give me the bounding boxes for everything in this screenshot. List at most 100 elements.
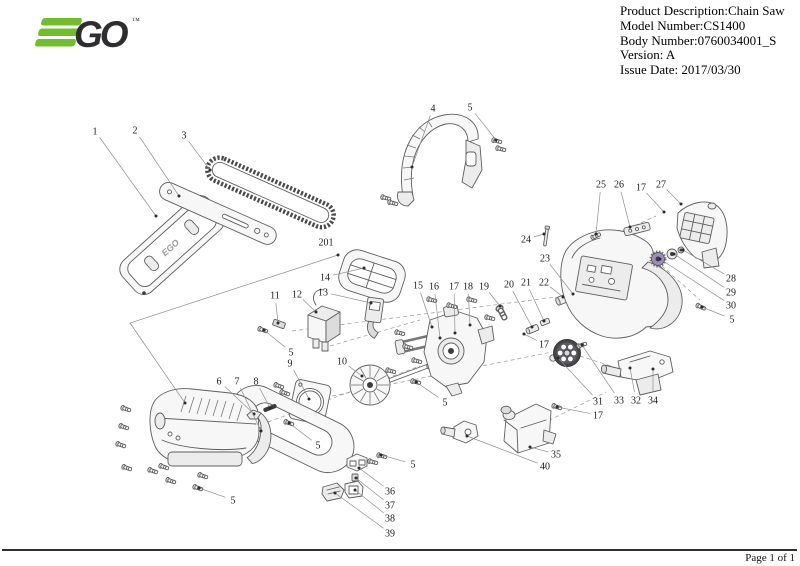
leader-dot xyxy=(259,429,263,433)
callout-27: 27 xyxy=(656,180,666,191)
callout-2: 2 xyxy=(133,126,138,137)
callout-17: 17 xyxy=(449,282,459,293)
part-tensioner xyxy=(600,350,674,396)
part-left-housing xyxy=(149,385,355,473)
leader-dot xyxy=(498,304,502,308)
leader-line-37 xyxy=(355,477,384,501)
logo-e-bars xyxy=(35,18,82,47)
logo-tm: ™ xyxy=(132,16,140,25)
part-motor-mount xyxy=(394,304,495,397)
leader-line-7 xyxy=(240,388,262,432)
leader-line-25 xyxy=(595,191,601,235)
leader-line-17 xyxy=(523,333,538,341)
callout-24: 24 xyxy=(521,235,531,246)
leader-line-2 xyxy=(139,136,180,197)
leader-line-23 xyxy=(549,264,574,295)
leader-line-15 xyxy=(420,292,433,328)
leader-dot xyxy=(177,194,181,198)
callout-38: 38 xyxy=(385,514,395,525)
leader-dot xyxy=(530,325,534,329)
leader-line-11 xyxy=(275,302,279,324)
leader-line-5 xyxy=(415,381,439,398)
logo-go-text: GO xyxy=(74,14,129,55)
leader-dot xyxy=(360,374,364,378)
callout-34: 34 xyxy=(648,396,658,407)
leader-dot xyxy=(494,138,498,142)
leader-line-5 xyxy=(288,422,312,441)
leader-line-5 xyxy=(380,454,406,463)
leader-line-5 xyxy=(198,487,226,498)
part-sprocket xyxy=(549,339,581,367)
leader-dot xyxy=(468,323,472,327)
leader-dot xyxy=(333,491,337,495)
leader-line-17 xyxy=(556,406,591,414)
leader-dot xyxy=(268,406,272,410)
leader-line-28 xyxy=(682,249,725,275)
leader-dot xyxy=(197,486,201,490)
leader-dot xyxy=(580,343,584,347)
part-bracket xyxy=(623,221,651,237)
ego-logo: GO ™ xyxy=(35,14,140,55)
leader-dot xyxy=(336,253,340,257)
leader-dot xyxy=(154,214,158,218)
leader-dot xyxy=(262,328,266,332)
part-chain-brake xyxy=(246,404,277,464)
leader-dot xyxy=(542,319,546,323)
leader-line-38 xyxy=(354,489,384,514)
callout-15: 15 xyxy=(413,281,423,292)
callout-19: 19 xyxy=(479,282,489,293)
leader-line-22 xyxy=(550,286,564,298)
leader-dot xyxy=(679,202,683,206)
callout-6: 6 xyxy=(217,377,222,388)
leader-line-13 xyxy=(330,293,372,304)
callout-7: 7 xyxy=(235,377,240,388)
leader-line-32 xyxy=(629,367,635,393)
callout-17: 17 xyxy=(636,183,646,194)
leader-dot xyxy=(354,476,358,480)
leader-line-18 xyxy=(468,293,471,326)
footer-divider xyxy=(2,549,797,551)
callout-18: 18 xyxy=(463,282,473,293)
callout-5: 5 xyxy=(231,496,236,507)
leader-dot xyxy=(276,321,280,325)
leader-dot xyxy=(287,421,291,425)
leader-dot xyxy=(571,292,575,296)
page-label: Page 1 of 1 xyxy=(745,552,795,564)
leader-dot xyxy=(379,453,383,457)
callout-17: 17 xyxy=(539,340,549,351)
leader-line-5 xyxy=(474,113,497,141)
callout-21: 21 xyxy=(521,278,531,289)
leader-dot xyxy=(357,466,361,470)
callout-31: 31 xyxy=(593,397,603,408)
leader-dot xyxy=(594,232,598,236)
leader-dot xyxy=(430,325,434,329)
version: Version: A xyxy=(620,47,676,63)
leader-dot xyxy=(453,331,457,335)
leader-line-36 xyxy=(358,467,384,487)
leader-line-9 xyxy=(293,369,310,400)
callout-35: 35 xyxy=(551,450,561,461)
leader-dot xyxy=(651,367,655,371)
callout-5: 5 xyxy=(411,460,416,471)
callout-36: 36 xyxy=(385,487,395,498)
callout-25: 25 xyxy=(596,180,606,191)
part-right-housing xyxy=(560,229,683,339)
callout-23: 23 xyxy=(540,254,550,265)
leader-line-30 xyxy=(659,258,725,301)
callout-20: 20 xyxy=(504,280,514,291)
leader-line-1 xyxy=(99,137,157,217)
callout-5: 5 xyxy=(289,348,294,359)
leader-line-4 xyxy=(411,115,431,168)
leader-line-5 xyxy=(701,306,725,317)
leader-dot xyxy=(465,434,469,438)
callout-33: 33 xyxy=(614,396,624,407)
callout-39: 39 xyxy=(385,529,395,540)
leader-dot xyxy=(662,210,666,214)
callout-16: 16 xyxy=(429,282,439,293)
leader-line-35 xyxy=(529,446,549,453)
leader-line-33 xyxy=(581,344,615,394)
leader-line-16 xyxy=(434,293,441,339)
part-oil-tank xyxy=(500,403,557,454)
